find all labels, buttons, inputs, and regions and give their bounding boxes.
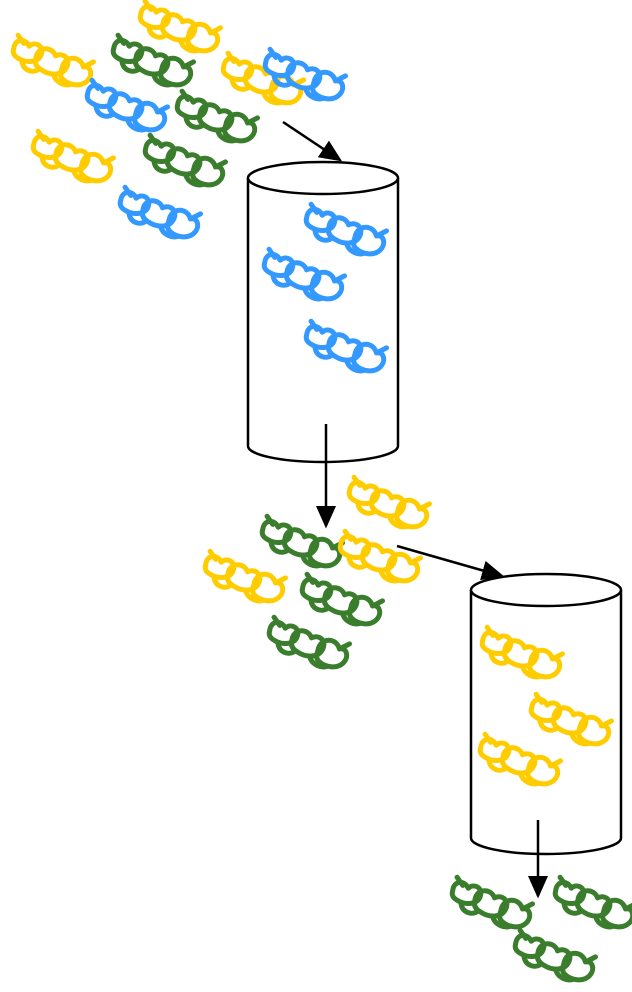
input-mixture-molecule-yellow (30, 128, 117, 184)
input-mixture-molecule-green (174, 88, 261, 144)
first-eluate-molecule-yellow (337, 528, 424, 584)
column-2-retained-molecule-yellow (477, 731, 564, 787)
column-1 (246, 160, 400, 464)
input-mixture-molecule-green (142, 132, 229, 188)
arrow-into-column-2 (396, 544, 505, 581)
input-mixture-molecule-blue (84, 77, 171, 133)
input-mixture-molecule-blue (262, 46, 349, 102)
first-eluate-molecule-green (266, 614, 353, 670)
second-eluate-molecule-green (512, 927, 599, 983)
column-1-retained-molecule-blue (261, 246, 348, 302)
column-1-retained-molecule-blue (303, 318, 390, 374)
input-mixture-molecule-green (110, 32, 197, 88)
second-eluate-molecule-green (552, 874, 632, 930)
column-1-top (246, 160, 400, 196)
first-eluate-molecule-yellow (202, 548, 289, 604)
column-1-retained-molecule-blue (303, 201, 390, 257)
second-eluate-molecule-green (449, 874, 536, 930)
input-mixture-molecule-yellow (137, 0, 224, 54)
column-2-retained-molecule-yellow (479, 624, 566, 680)
column-2 (469, 572, 623, 856)
input-mixture-molecule-yellow (10, 32, 97, 88)
column-2-retained-molecule-yellow (528, 691, 615, 747)
arrow-into-column-1 (282, 120, 343, 162)
column-2-top (469, 572, 623, 608)
input-mixture-molecule-blue (117, 184, 204, 240)
first-eluate-molecule-yellow (346, 474, 433, 530)
first-eluate-molecule-green (259, 513, 346, 569)
column-1-body (246, 178, 400, 464)
first-eluate-molecule-green (299, 571, 386, 627)
